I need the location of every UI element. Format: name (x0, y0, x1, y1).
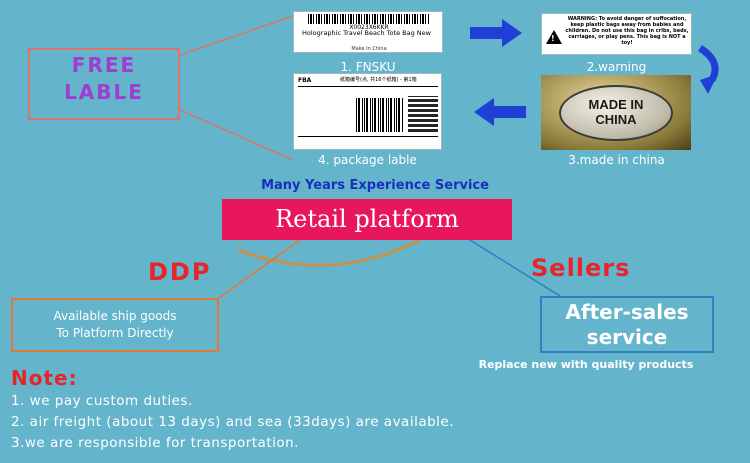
fnsku-caption: 1. FNSKU (340, 60, 396, 74)
after-sales-line1: After-sales (565, 300, 689, 324)
arrow-curve-icon (698, 45, 719, 94)
retail-platform-text: Retail platform (275, 205, 459, 233)
made-in-china-sticker (559, 85, 673, 141)
fnsku-title: Holographic Travel Beach Tote Bag New (302, 29, 431, 37)
made-in-china-text: MADE IN CHINA (559, 97, 673, 127)
made-in-line: MADE IN (588, 97, 644, 112)
warning-text: WARNING: To avoid danger of suffocation,… (565, 16, 689, 46)
note-item: 3.we are responsible for transportation. (11, 435, 299, 451)
package-caption: 4. package lable (318, 153, 417, 167)
after-sales-line2: service (586, 325, 668, 349)
package-barcode-icon (356, 98, 404, 132)
package-fba: FBA (298, 77, 312, 84)
note-title: Note: (11, 366, 78, 390)
barcode-icon (308, 14, 430, 24)
package-qr-icon (408, 96, 438, 132)
arrow-right-icon (470, 19, 522, 47)
warning-caption: 2.warning (586, 60, 647, 74)
free-label-text: FREE LABLE (28, 52, 180, 106)
warning-label-image: ! WARNING: To avoid danger of suffocatio… (541, 13, 692, 55)
ship-goods-line1: Available ship goods (53, 309, 177, 323)
free-label-line1: FREE (71, 53, 137, 77)
after-sales-text: After-sales service (540, 300, 714, 350)
ship-goods-text: Available ship goods To Platform Directl… (11, 308, 219, 342)
china-line: CHINA (595, 112, 637, 127)
warning-icon (546, 30, 562, 44)
ship-goods-box (11, 298, 219, 352)
ddp-heading: DDP (148, 258, 212, 286)
fnsku-code: X0023X6KKR (349, 24, 389, 31)
sellers-heading: Sellers (531, 254, 631, 282)
note-item: 2. air freight (about 13 days) and sea (… (11, 414, 455, 430)
experience-heading: Many Years Experience Service (261, 178, 489, 193)
made-in-china-label-image: MADE IN CHINA (541, 75, 691, 150)
arrow-left-icon (474, 98, 526, 126)
made-in-china-caption: 3.made in china (568, 153, 665, 167)
package-label-image: FBA 纸箱编号(点, 共16个纸箱) - 第1箱 (293, 73, 442, 150)
free-label-box (28, 48, 180, 120)
retail-platform-banner (222, 199, 512, 240)
after-sales-box (540, 296, 714, 353)
smile-curve (237, 238, 421, 267)
package-cn-text: 纸箱编号(点, 共16个纸箱) - 第1箱 (340, 77, 417, 83)
free-label-line2: LABLE (64, 80, 144, 104)
ship-goods-line2: To Platform Directly (56, 326, 174, 340)
replace-text: Replace new with quality products (478, 358, 694, 371)
fnsku-made: Make In China (351, 46, 387, 52)
note-item: 1. we pay custom duties. (11, 393, 193, 409)
fnsku-label-image: X0023X6KKR Holographic Travel Beach Tote… (293, 11, 443, 53)
